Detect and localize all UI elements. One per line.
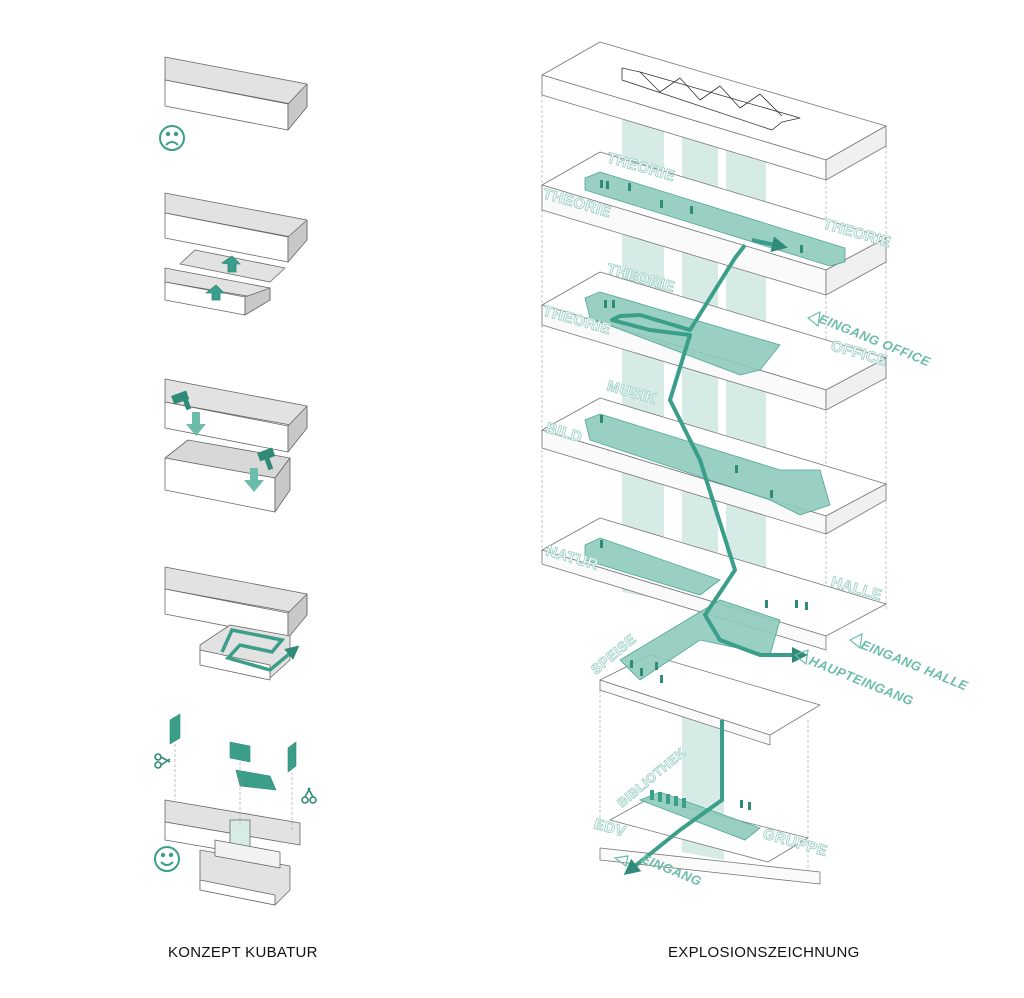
hammer-icon	[171, 390, 276, 471]
sad-face-icon	[159, 125, 185, 151]
cut-blocks	[169, 713, 297, 791]
scissors-icon	[154, 753, 317, 804]
concept-step-1	[164, 56, 308, 131]
cut-guides	[174, 744, 293, 830]
concept-step-5	[164, 799, 301, 906]
route-end-arrow	[751, 236, 788, 253]
entrance-main: EINGANG	[613, 851, 704, 889]
caption-konzept-kubatur: KONZEPT KUBATUR	[168, 944, 318, 961]
arrow-down-icon	[186, 412, 264, 492]
concept-step-2	[164, 192, 308, 316]
library-shelves	[650, 790, 686, 808]
happy-face-icon	[154, 846, 180, 872]
arrow-up-icon	[204, 255, 241, 301]
path-arrow-icon	[220, 628, 300, 672]
concept-step-4	[164, 566, 308, 681]
main-route-arrow	[610, 243, 808, 663]
roof-slab	[541, 41, 887, 181]
people-figures	[600, 180, 808, 810]
caption-explosionszeichnung: EXPLOSIONSZEICHNUNG	[668, 944, 860, 961]
lower-route-arrow	[623, 720, 724, 875]
